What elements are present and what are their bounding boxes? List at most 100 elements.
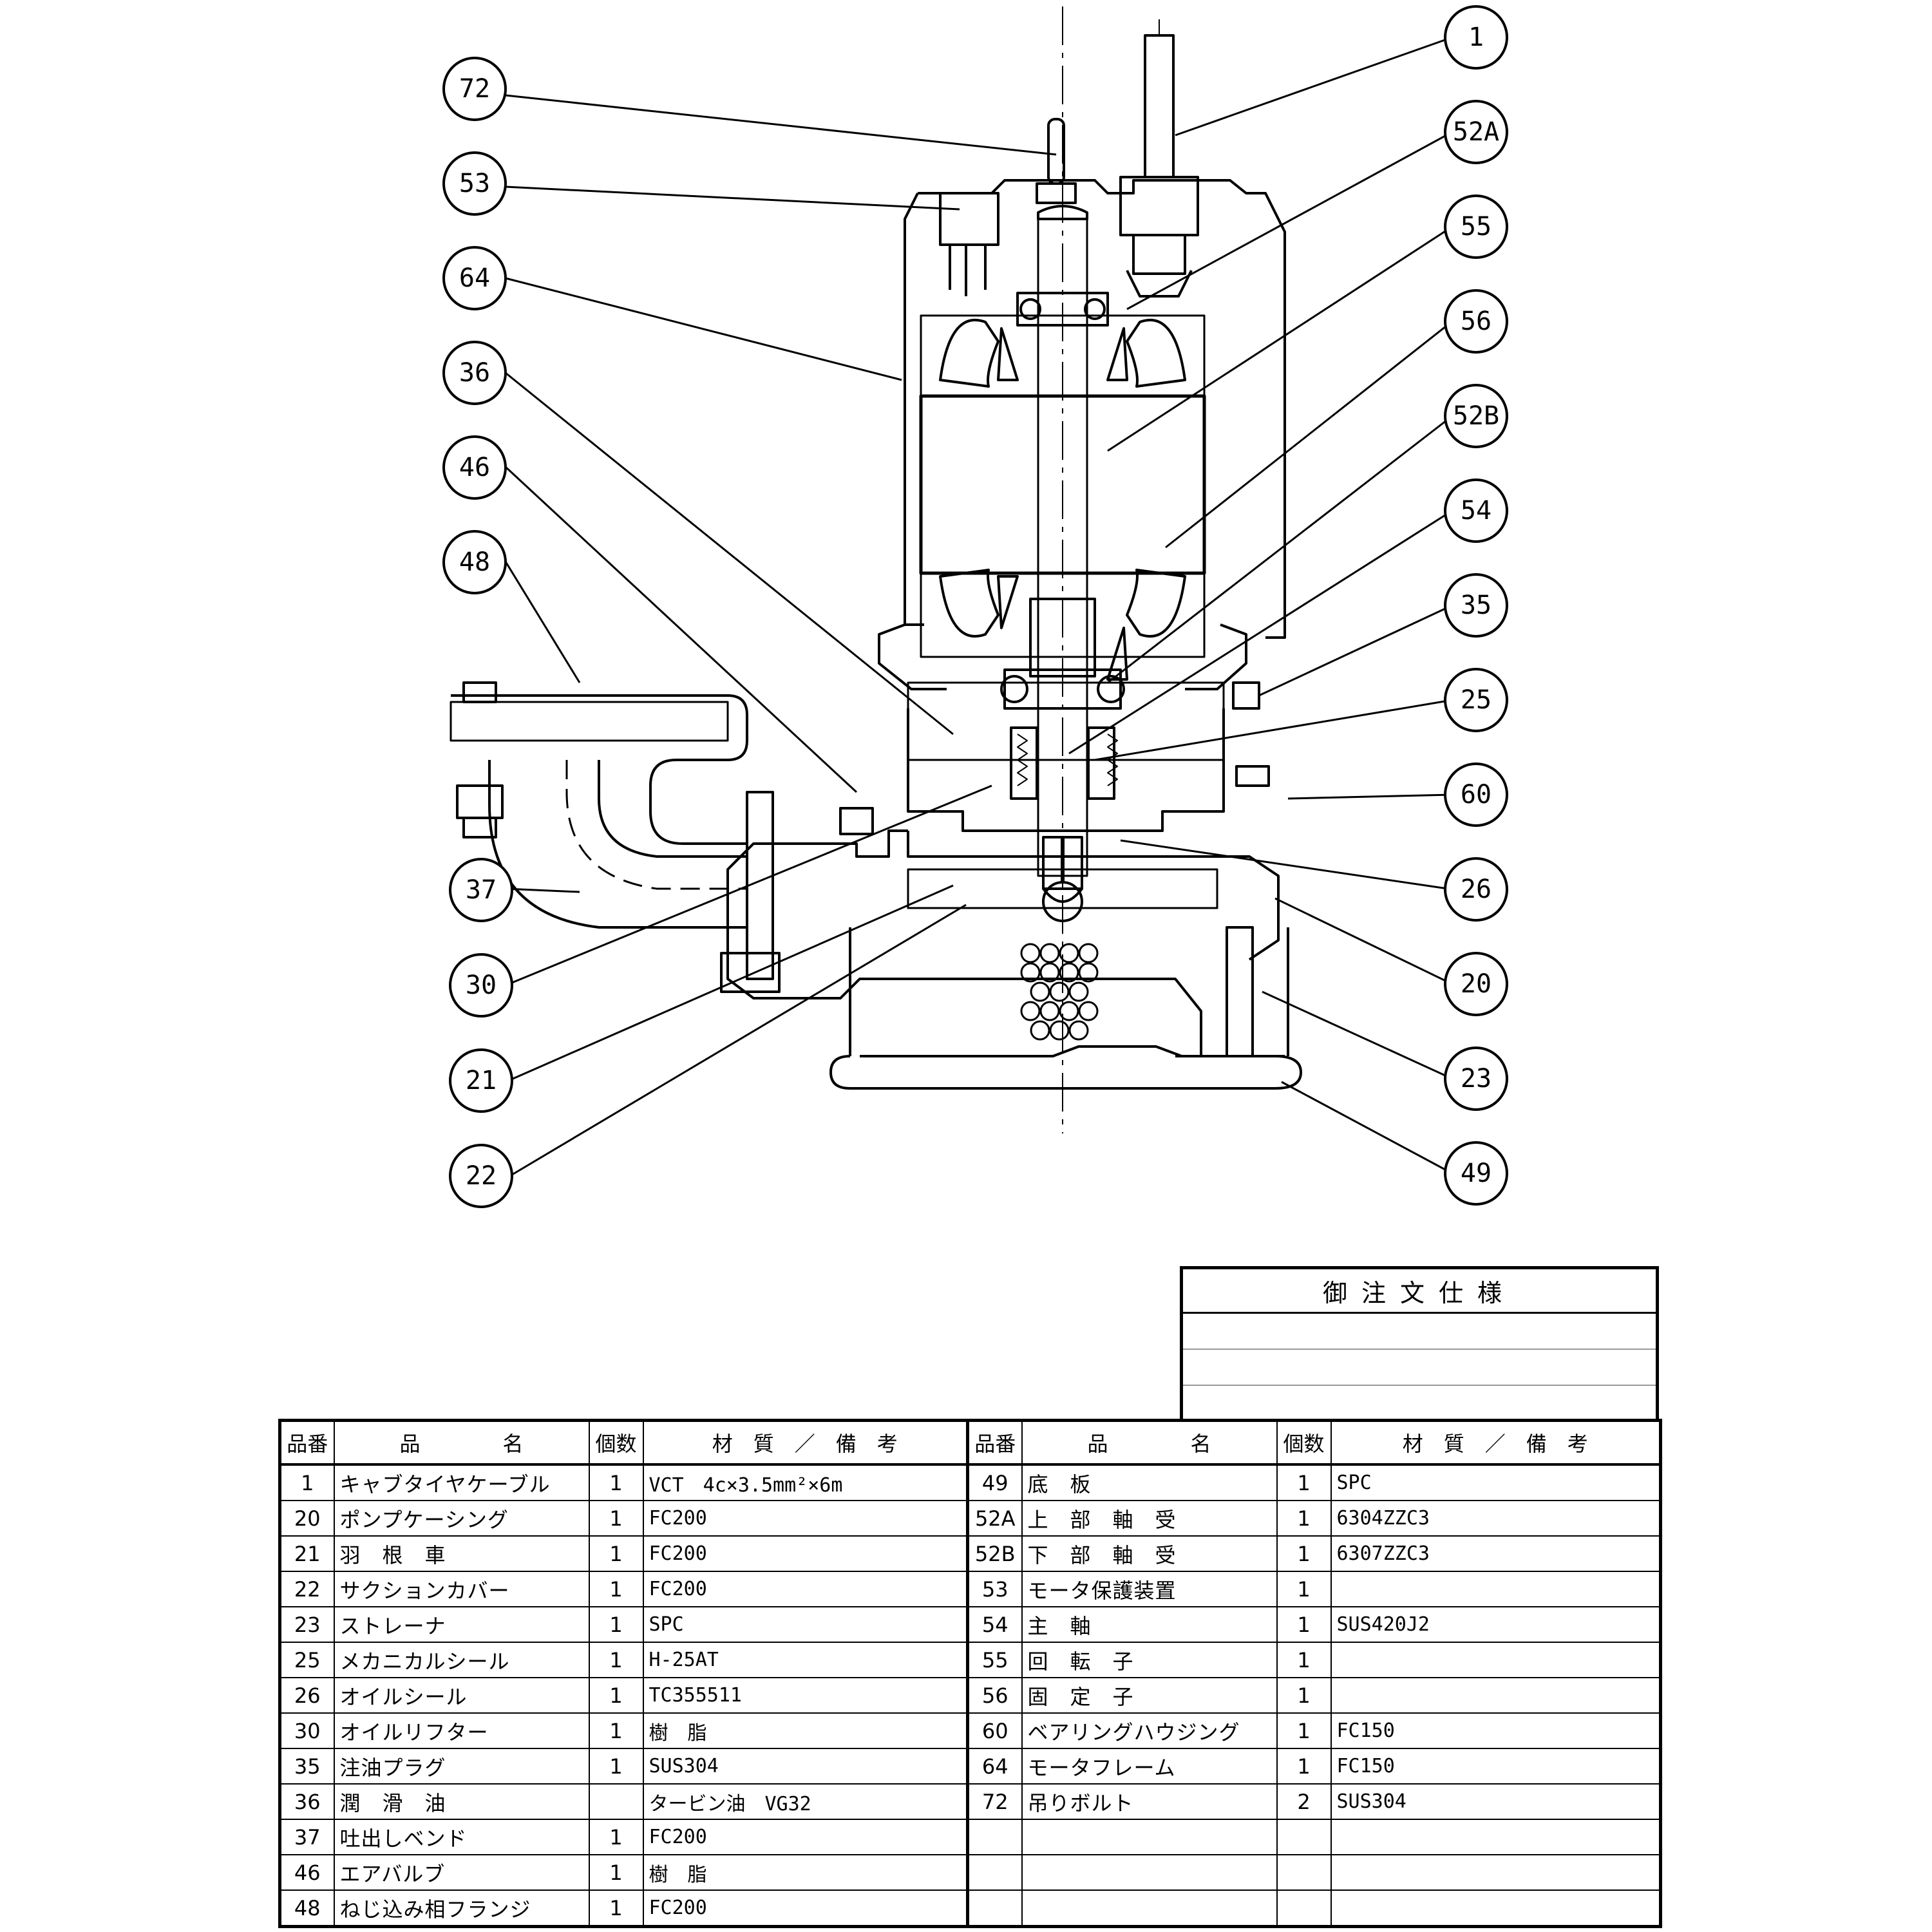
part-material: SUS420J2	[1330, 1606, 1662, 1643]
callout-label: 46	[459, 453, 490, 482]
part-material: SPC	[642, 1606, 969, 1643]
part-material: FC150	[1330, 1712, 1662, 1749]
order-spec-title: 御注文仕様	[1183, 1269, 1656, 1314]
header-name: 品 名	[333, 1419, 590, 1466]
part-qty	[1276, 1889, 1332, 1927]
part-material: TC355511	[642, 1677, 969, 1714]
part-name	[1021, 1819, 1278, 1855]
part-material: FC200	[642, 1819, 969, 1855]
part-no: 72	[967, 1783, 1023, 1820]
callout-label: 54	[1461, 496, 1492, 526]
callout-label: 72	[459, 74, 490, 104]
callout-label: 53	[459, 169, 490, 198]
part-material: FC200	[642, 1571, 969, 1607]
part-name: 固 定 子	[1021, 1677, 1278, 1714]
header-qty: 個数	[588, 1419, 644, 1466]
header-name: 品 名	[1021, 1419, 1278, 1466]
part-qty: 1	[1276, 1500, 1332, 1537]
order-spec-row	[1183, 1314, 1656, 1350]
part-qty	[1276, 1819, 1332, 1855]
callout-54	[1444, 478, 1508, 543]
callout-label: 56	[1461, 307, 1492, 336]
callout-label: 25	[1461, 685, 1492, 715]
part-qty: 1	[1276, 1748, 1332, 1785]
part-name: 潤 滑 油	[333, 1783, 590, 1820]
callout-23	[1444, 1046, 1508, 1111]
part-material: SUS304	[1330, 1783, 1662, 1820]
part-name: ポンプケーシング	[333, 1500, 590, 1537]
part-qty: 1	[588, 1606, 644, 1643]
callout-36	[442, 341, 507, 405]
callout-label: 37	[466, 875, 497, 905]
part-no: 23	[279, 1606, 335, 1643]
part-qty: 1	[1276, 1571, 1332, 1607]
parts-header-row: 品番 品 名 個数 材 質 ／ 備 考	[279, 1419, 969, 1466]
callout-25	[1444, 668, 1508, 732]
part-name: ストレーナ	[333, 1606, 590, 1643]
callout-label: 22	[466, 1161, 497, 1191]
callout-53	[442, 151, 507, 216]
callout-49	[1444, 1141, 1508, 1206]
part-name: モータ保護装置	[1021, 1571, 1278, 1607]
part-material: SPC	[1330, 1464, 1662, 1501]
part-qty	[1276, 1854, 1332, 1891]
part-qty: 1	[588, 1677, 644, 1714]
part-qty: 2	[1276, 1783, 1332, 1820]
part-material: H-25AT	[642, 1642, 969, 1678]
part-no	[967, 1819, 1023, 1855]
callout-72	[442, 57, 507, 121]
header-no: 品番	[279, 1419, 335, 1466]
part-material: 6304ZZC3	[1330, 1500, 1662, 1537]
part-no: 60	[967, 1712, 1023, 1749]
part-material	[1330, 1889, 1662, 1927]
header-material: 材 質 ／ 備 考	[1330, 1419, 1662, 1466]
part-qty: 1	[1276, 1606, 1332, 1643]
part-material: VCT 4c×3.5mm²×6m	[642, 1464, 969, 1501]
part-material: FC200	[642, 1535, 969, 1572]
part-no: 54	[967, 1606, 1023, 1643]
part-name	[1021, 1854, 1278, 1891]
callout-label: 52B	[1453, 401, 1499, 431]
part-qty: 1	[588, 1819, 644, 1855]
part-qty: 1	[1276, 1712, 1332, 1749]
part-qty: 1	[1276, 1535, 1332, 1572]
callout-56	[1444, 289, 1508, 354]
header-qty: 個数	[1276, 1419, 1332, 1466]
header-material: 材 質 ／ 備 考	[642, 1419, 969, 1466]
table-row	[967, 1889, 1662, 1927]
part-name: 注油プラグ	[333, 1748, 590, 1785]
part-no: 52B	[967, 1535, 1023, 1572]
part-qty: 1	[1276, 1464, 1332, 1501]
callout-label: 26	[1461, 875, 1492, 904]
callout-48	[442, 530, 507, 594]
part-qty: 1	[1276, 1677, 1332, 1714]
callout-label: 23	[1461, 1064, 1492, 1094]
part-name: ベアリングハウジング	[1021, 1712, 1278, 1749]
callout-label: 1	[1468, 23, 1484, 52]
callout-label: 49	[1461, 1159, 1492, 1188]
part-no: 26	[279, 1677, 335, 1714]
callout-label: 20	[1461, 969, 1492, 999]
part-no: 30	[279, 1712, 335, 1749]
callout-label: 60	[1461, 780, 1492, 810]
callout-label: 30	[466, 971, 497, 1000]
part-qty: 1	[588, 1571, 644, 1607]
part-material: FC200	[642, 1500, 969, 1537]
part-name: 吐出しベンド	[333, 1819, 590, 1855]
part-qty: 1	[588, 1748, 644, 1785]
part-no	[967, 1854, 1023, 1891]
callout-label: 64	[459, 263, 490, 293]
part-qty: 1	[588, 1500, 644, 1537]
part-no: 56	[967, 1677, 1023, 1714]
part-no: 49	[967, 1464, 1023, 1501]
